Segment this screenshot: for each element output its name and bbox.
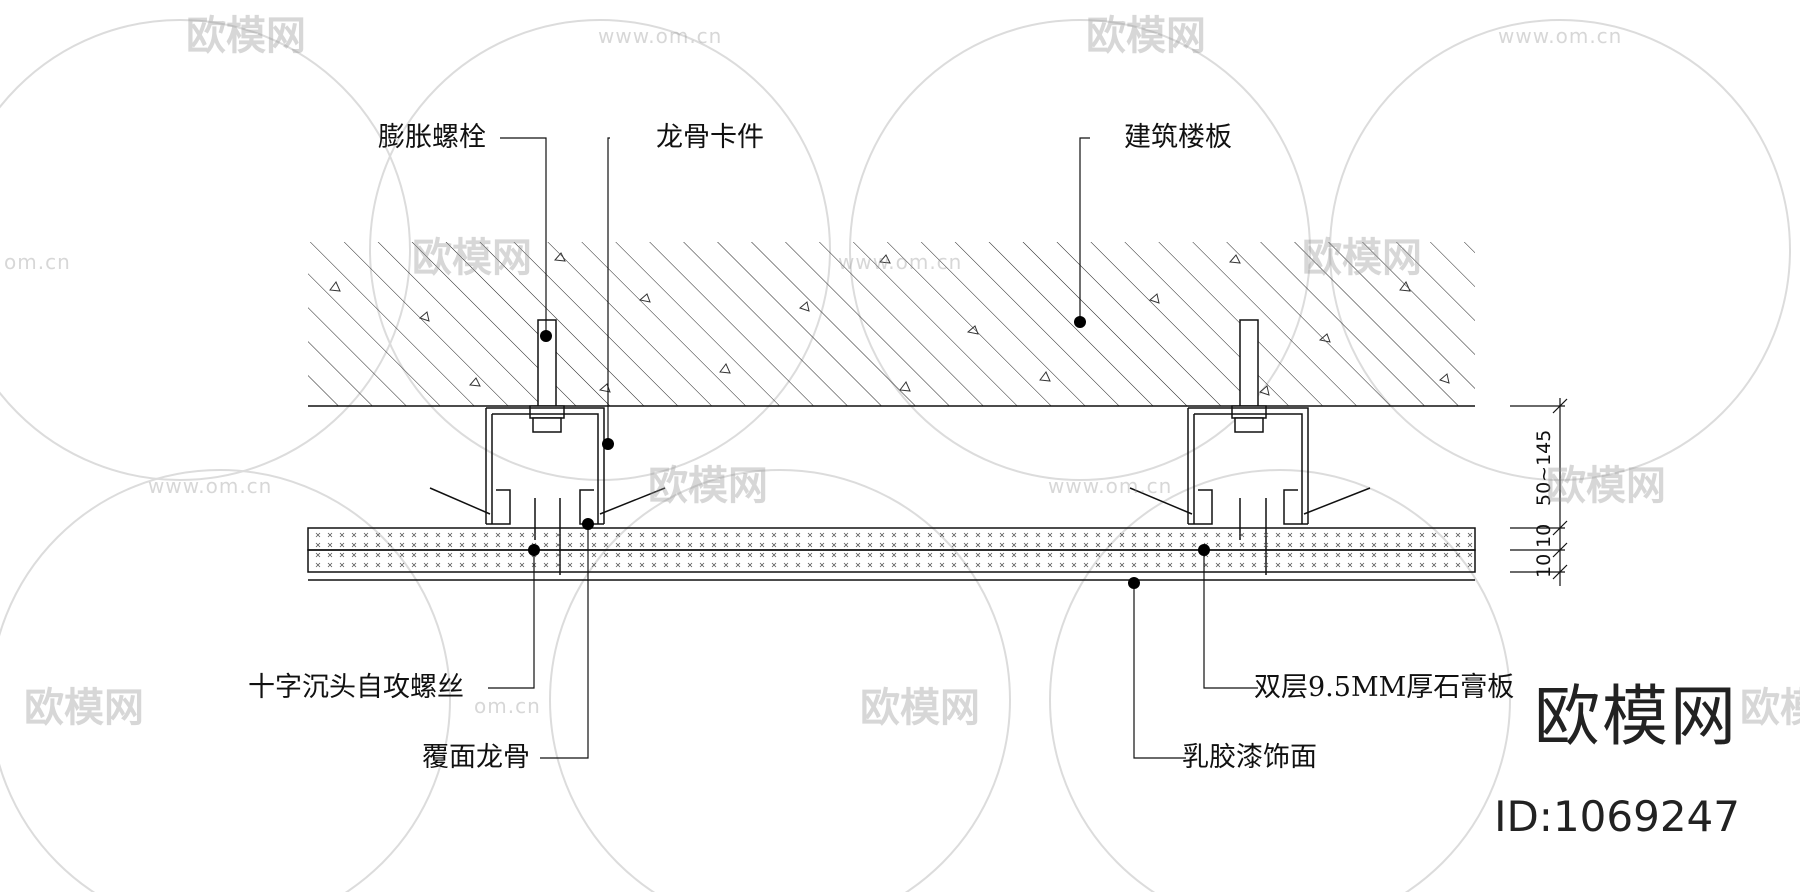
watermark-url: www.om.cn bbox=[148, 474, 273, 498]
label-expansion-bolt: 膨胀螺栓 bbox=[378, 122, 486, 153]
leader-dots bbox=[528, 316, 1210, 589]
dimension-board-2: 10 bbox=[1533, 554, 1555, 578]
hanger-assembly-right bbox=[1129, 319, 1371, 575]
watermark-brand: 欧模网 bbox=[1534, 678, 1738, 755]
watermark-logo: 欧模网 bbox=[412, 235, 532, 281]
watermark-logo: 欧模网 bbox=[648, 463, 768, 509]
label-self-tapping-screw: 十字沉头自攻螺丝 bbox=[248, 672, 464, 703]
watermark-url: www.om.cn bbox=[598, 24, 723, 48]
gypsum-board-layers bbox=[307, 527, 1476, 581]
watermark-url: www.om.cn bbox=[838, 250, 963, 274]
watermark-circles bbox=[0, 19, 1791, 896]
leader-lines bbox=[488, 137, 1258, 759]
label-gypsum-board: 双层9.5MM厚石膏板 bbox=[1254, 672, 1515, 703]
watermark-url: www.om.cn bbox=[1498, 24, 1623, 48]
dimension-hanger-range: 50~145 bbox=[1533, 430, 1555, 506]
label-cover-keel: 覆面龙骨 bbox=[422, 742, 530, 773]
label-building-slab: 建筑楼板 bbox=[1124, 122, 1232, 153]
watermark-logo: 欧模网 bbox=[186, 13, 306, 59]
watermark-logo: 欧模网 bbox=[24, 685, 144, 731]
label-latex-paint: 乳胶漆饰面 bbox=[1182, 742, 1317, 773]
hanger-assembly-left bbox=[429, 319, 666, 575]
label-keel-clip: 龙骨卡件 bbox=[656, 122, 764, 153]
watermark-url: om.cn bbox=[474, 694, 541, 718]
watermark-url: om.cn bbox=[4, 250, 71, 274]
watermark-logo: 欧模网 bbox=[1546, 463, 1666, 509]
dimension-board-1: 10 bbox=[1533, 524, 1555, 548]
watermark-logo: 欧模网 bbox=[860, 685, 980, 731]
aggregate-marks bbox=[329, 252, 1450, 396]
dimension-line bbox=[1510, 398, 1568, 586]
watermark-url: www.om.cn bbox=[1048, 474, 1173, 498]
watermark-logo: 欧模网 bbox=[1740, 685, 1800, 731]
watermark-id: ID:1069247 bbox=[1494, 792, 1740, 841]
expansion-bolt-right bbox=[1239, 319, 1259, 407]
watermark-logo: 欧模网 bbox=[1086, 13, 1206, 59]
building-slab bbox=[308, 242, 1475, 407]
watermark-logo: 欧模网 bbox=[1302, 235, 1422, 281]
